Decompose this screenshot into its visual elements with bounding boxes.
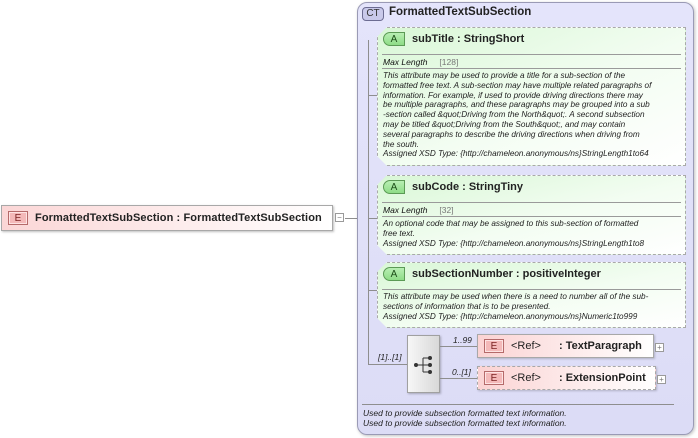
attribute-spine-line	[368, 40, 369, 365]
connector-line	[368, 364, 407, 365]
connector-line	[368, 218, 377, 219]
collapse-toggle[interactable]: −	[335, 213, 344, 222]
complex-type-title: FormattedTextSubSection	[389, 6, 532, 18]
facet-max-length: Max Length [32]	[383, 205, 454, 215]
child-cardinality: 0..[1]	[452, 367, 471, 377]
attribute-subsectionnumber[interactable]: A subSectionNumber : positiveInteger Thi…	[377, 262, 686, 328]
connector-line	[440, 378, 477, 379]
element-badge-icon: E	[484, 371, 504, 385]
complex-type-badge-icon: CT	[362, 7, 384, 21]
sequence-compositor[interactable]	[407, 335, 440, 393]
child-cardinality: 1..99	[453, 335, 472, 345]
attribute-name: subCode : StringTiny	[412, 181, 524, 193]
attribute-documentation: This attribute may be used to provide a …	[383, 71, 652, 159]
child-element-type: : ExtensionPoint	[558, 372, 646, 384]
attribute-documentation: This attribute may be used when there is…	[383, 292, 649, 321]
attribute-documentation: An optional code that may be assigned to…	[383, 219, 645, 248]
attribute-subcode[interactable]: A subCode : StringTiny Max Length [32] A…	[377, 175, 686, 255]
facet-max-length: Max Length [128]	[383, 57, 459, 67]
root-element-formattedtextsubsection[interactable]: E FormattedTextSubSection : FormattedTex…	[1, 205, 333, 231]
divider	[362, 404, 674, 405]
attribute-name: subTitle : StringShort	[412, 33, 525, 45]
element-badge-icon: E	[8, 211, 28, 225]
complex-type-documentation: Used to provide subsection formatted tex…	[363, 408, 567, 428]
connector-line	[368, 290, 377, 291]
expand-toggle[interactable]: +	[657, 375, 666, 384]
attribute-badge-icon: A	[383, 180, 405, 194]
connector-line	[368, 95, 377, 96]
child-element-extensionpoint[interactable]: E <Ref> : ExtensionPoint	[477, 366, 656, 390]
root-element-label: FormattedTextSubSection : FormattedTextS…	[35, 212, 322, 224]
sequence-cardinality: [1]..[1]	[378, 352, 402, 362]
sequence-icon	[414, 356, 432, 374]
child-element-ref: <Ref>	[511, 372, 541, 384]
child-element-ref: <Ref>	[511, 340, 541, 352]
attribute-subtitle[interactable]: A subTitle : StringShort Max Length [128…	[377, 27, 686, 166]
expand-toggle[interactable]: +	[655, 343, 664, 352]
attribute-badge-icon: A	[383, 267, 405, 281]
child-element-textparagraph[interactable]: E <Ref> : TextParagraph	[477, 334, 654, 358]
attribute-name: subSectionNumber : positiveInteger	[412, 268, 601, 280]
attribute-badge-icon: A	[383, 32, 405, 46]
child-element-type: : TextParagraph	[558, 340, 642, 352]
connector-line	[440, 346, 477, 347]
element-badge-icon: E	[484, 339, 504, 353]
